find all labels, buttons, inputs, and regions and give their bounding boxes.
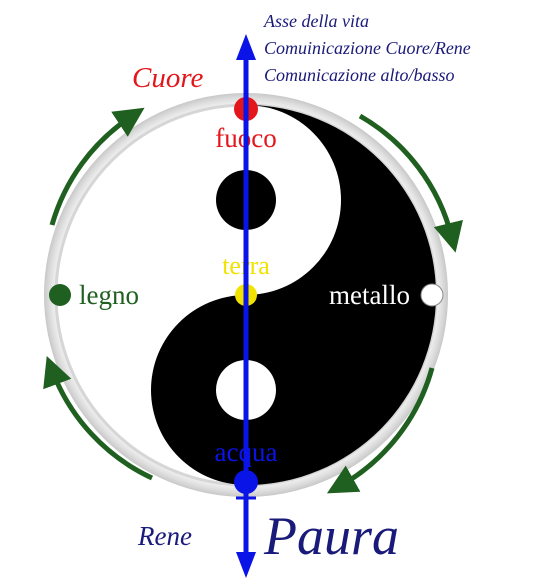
metal-label: metallo bbox=[329, 280, 410, 310]
cycle-arrow-bottom-left bbox=[43, 355, 154, 481]
kidney-label: Rene bbox=[137, 521, 192, 551]
heart-label: Cuore bbox=[132, 62, 204, 94]
wood-dot bbox=[49, 284, 71, 306]
axis-arrow-down bbox=[236, 552, 256, 578]
metal-dot bbox=[420, 283, 444, 307]
wood-label: legno bbox=[79, 280, 139, 310]
axis-label-life: Asse della vita bbox=[263, 11, 369, 31]
axis-label-high-low: Comunicazione alto/basso bbox=[264, 65, 455, 85]
cycle-arrow-bottom-right bbox=[326, 367, 435, 494]
cycle-arrow-top-right bbox=[358, 113, 463, 253]
axis-arrow-up bbox=[236, 34, 256, 60]
water-dot bbox=[234, 470, 258, 494]
fear-label: Paura bbox=[263, 506, 399, 566]
axis-label-heart-kidney: Comuinicazione Cuore/Rene bbox=[264, 38, 471, 58]
cycle-arrow-top-left bbox=[49, 107, 145, 226]
